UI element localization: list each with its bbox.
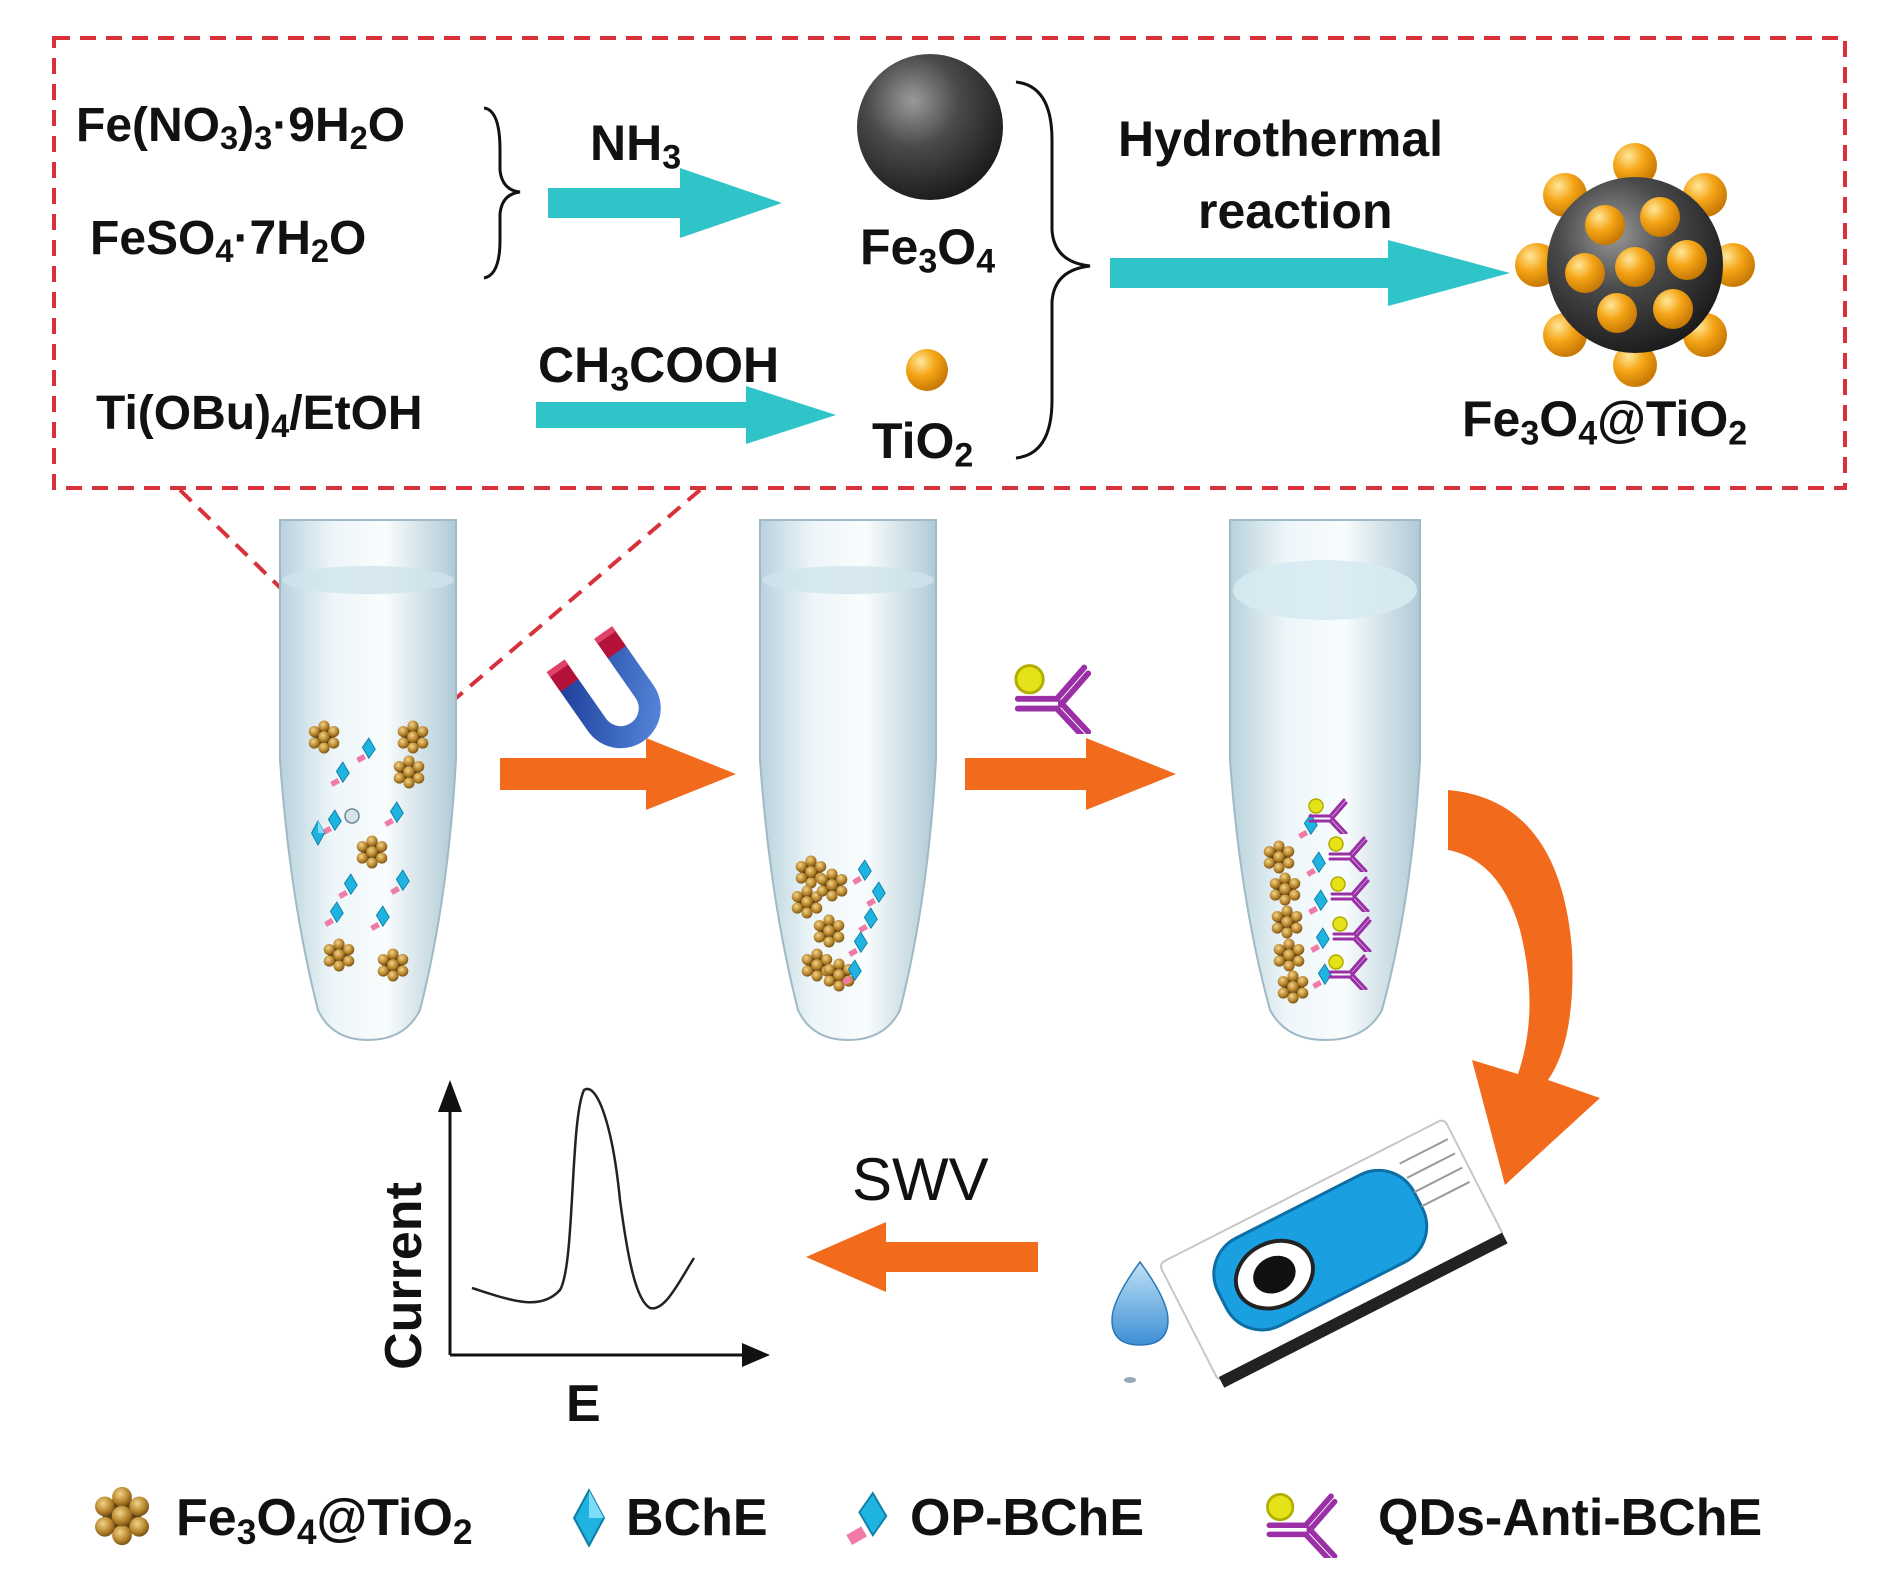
magnetic-separation-arrow bbox=[500, 738, 736, 810]
tio2-particle bbox=[906, 349, 948, 391]
legend-bche-label: BChE bbox=[626, 1489, 768, 1547]
precursor-fe-nitrate: Fe(NO3)3·9H2O bbox=[76, 99, 406, 157]
zoom-line-right bbox=[426, 488, 702, 724]
swv-arrow bbox=[806, 1222, 1038, 1292]
precursor-ti-butoxide: Ti(OBu)4/EtOH bbox=[96, 387, 423, 445]
composite-nanoparticle bbox=[1515, 143, 1755, 387]
hydrothermal-label-line1: Hydrothermal bbox=[1118, 111, 1444, 167]
product-fe3o4-label: Fe3O4 bbox=[860, 219, 996, 281]
antibody-icon bbox=[1016, 666, 1088, 738]
electrode-strip-icon bbox=[1159, 1119, 1508, 1388]
antibody-incubation-arrow bbox=[965, 738, 1176, 810]
precursor-brace bbox=[483, 106, 521, 280]
tube-3 bbox=[1229, 519, 1421, 1042]
magnet-icon bbox=[546, 626, 661, 749]
legend-fe3o4-tio2-icon bbox=[95, 1486, 149, 1546]
legend-qds-antibody-icon bbox=[1267, 1494, 1334, 1561]
reagent-acetic-acid: CH3COOH bbox=[538, 337, 780, 399]
droplet-icon bbox=[1111, 1260, 1169, 1383]
precursor-fe-sulfate: FeSO4·7H2O bbox=[90, 212, 367, 270]
y-axis-label: Current bbox=[375, 1182, 433, 1370]
y-axis-arrowhead bbox=[438, 1080, 462, 1112]
legend-bche-icon bbox=[573, 1489, 605, 1547]
legend-qds-anti-bche-label: QDs-Anti-BChE bbox=[1378, 1489, 1763, 1547]
tube-2 bbox=[759, 519, 937, 1042]
curved-arrow-icon bbox=[1448, 790, 1600, 1185]
tube-1-contents bbox=[308, 720, 429, 982]
reagent-nh3: NH3 bbox=[590, 115, 682, 177]
hydrothermal-label-line2: reaction bbox=[1198, 183, 1393, 239]
product-brace bbox=[1015, 80, 1091, 460]
synthesis-dashed-box bbox=[52, 36, 1847, 490]
tube-1 bbox=[279, 519, 457, 1042]
composite-label: Fe3O4@TiO2 bbox=[1462, 391, 1748, 453]
swv-label: SWV bbox=[852, 1146, 989, 1213]
nh3-arrow bbox=[548, 168, 782, 238]
swv-plot bbox=[438, 1080, 770, 1367]
fe3o4-sphere bbox=[857, 54, 1003, 200]
legend-op-bche-icon bbox=[846, 1492, 888, 1547]
acetic-acid-arrow bbox=[536, 386, 836, 444]
legend-fe3o4-tio2-label: Fe3O4@TiO2 bbox=[176, 1489, 473, 1552]
swv-peak-curve bbox=[471, 1087, 696, 1310]
hydrothermal-arrow bbox=[1110, 240, 1510, 306]
legend-op-bche-label: OP-BChE bbox=[910, 1489, 1144, 1547]
x-axis-arrowhead bbox=[742, 1343, 770, 1367]
x-axis-label: E bbox=[566, 1375, 601, 1433]
product-tio2-label: TiO2 bbox=[872, 413, 974, 475]
